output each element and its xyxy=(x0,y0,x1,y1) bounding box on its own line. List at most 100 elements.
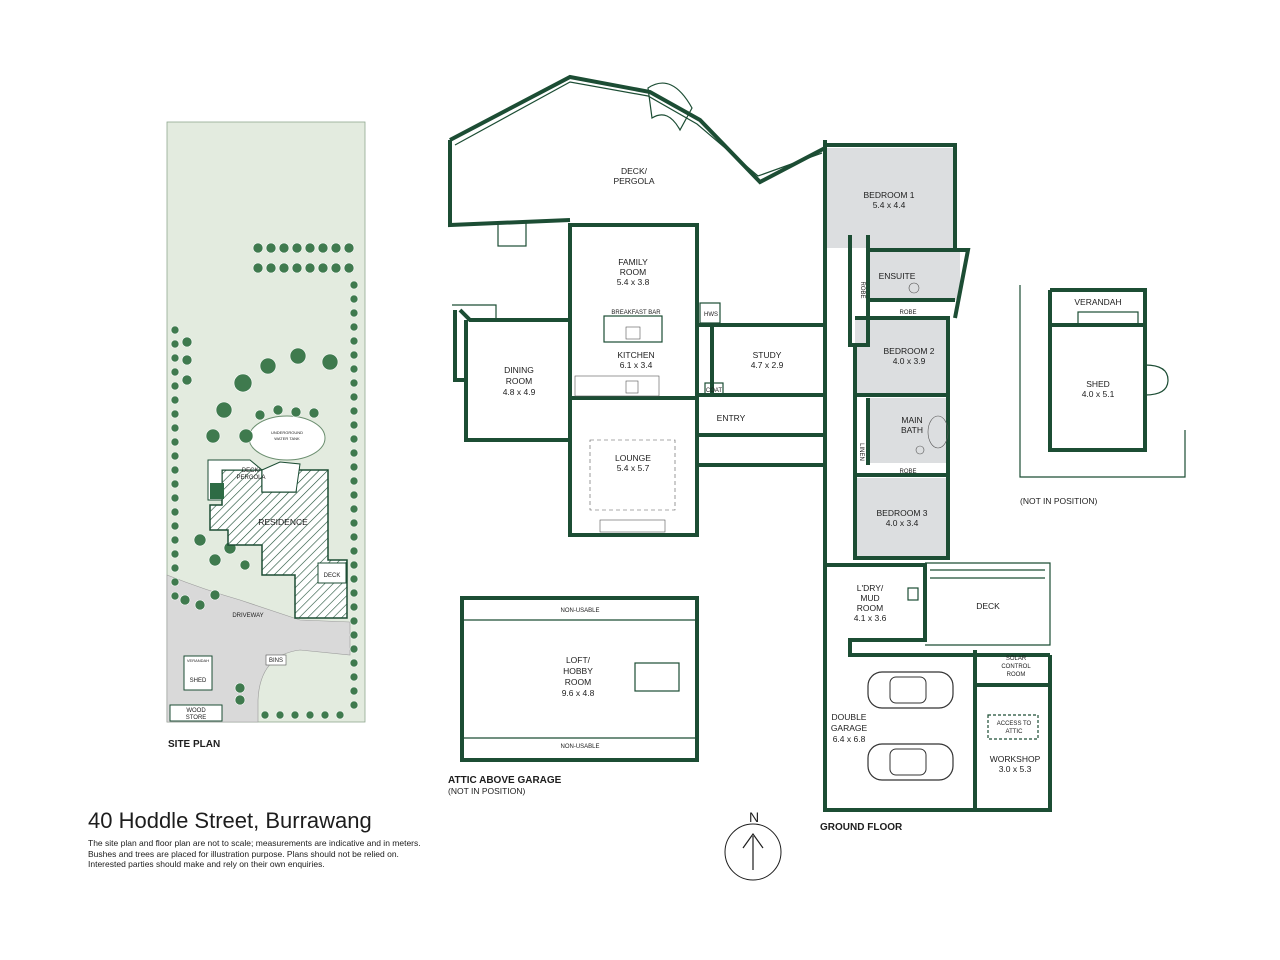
label-bedroom2-size: 4.0 x 3.9 xyxy=(893,356,926,366)
tree xyxy=(349,350,359,360)
tree xyxy=(349,462,359,472)
bedroom3-fill xyxy=(855,478,947,558)
label-main: MAIN xyxy=(901,415,922,425)
site-label-shed: SHED xyxy=(190,678,207,684)
label-bedroom1-size: 5.4 x 4.4 xyxy=(873,200,906,210)
tree xyxy=(349,448,359,458)
coat-cupboard xyxy=(704,382,724,396)
shed-boundary xyxy=(1019,285,1186,478)
site-plan-caption: SITE PLAN xyxy=(168,739,220,750)
tree xyxy=(205,428,221,444)
tree xyxy=(349,490,359,500)
tree xyxy=(349,686,359,696)
tree xyxy=(349,602,359,612)
tree xyxy=(170,437,180,447)
label-solar-room: ROOM xyxy=(1007,672,1026,678)
tree xyxy=(194,599,206,611)
label-bedroom3: BEDROOM 3 xyxy=(876,508,927,518)
deck-pergola-inner xyxy=(454,81,823,177)
label-ensuite: ENSUITE xyxy=(879,271,916,281)
shed-walls xyxy=(1048,323,1147,452)
label-robe-vertical: ROBE xyxy=(859,281,865,298)
bedroom2-fill xyxy=(855,318,947,393)
tree xyxy=(317,262,329,274)
label-kitchen-size: 6.1 x 3.4 xyxy=(620,360,653,370)
tree xyxy=(304,242,316,254)
bedroom1-fill xyxy=(825,148,955,248)
tree xyxy=(289,347,307,365)
tree xyxy=(265,242,277,254)
kitchen-bench xyxy=(574,375,660,397)
tree xyxy=(349,518,359,528)
tree xyxy=(349,672,359,682)
tree xyxy=(170,549,180,559)
label-robe1: ROBE xyxy=(899,310,916,316)
tree xyxy=(234,694,246,706)
tree xyxy=(170,395,180,405)
tree xyxy=(278,262,290,274)
robe-bedroom1 xyxy=(848,235,870,347)
tree xyxy=(252,242,264,254)
tree xyxy=(330,262,342,274)
label-solar: SOLAR xyxy=(1006,656,1027,662)
tree xyxy=(275,710,285,720)
tree xyxy=(349,308,359,318)
tree xyxy=(181,336,193,348)
disclaimer-line: Bushes and trees are placed for illustra… xyxy=(88,848,399,859)
site-driveway xyxy=(166,574,351,723)
label-mud: MUD xyxy=(860,593,879,603)
cooktop xyxy=(625,380,639,394)
deck-steps-bottom xyxy=(497,221,527,247)
tree xyxy=(209,589,221,601)
site-label-bins: BINS xyxy=(269,658,283,664)
label-pergola: PERGOLA xyxy=(613,176,654,186)
site-deck-pergola xyxy=(207,459,301,501)
bath-toilet xyxy=(915,445,925,455)
tree xyxy=(349,420,359,430)
label-shed-size: 4.0 x 5.1 xyxy=(1082,389,1115,399)
hws-cupboard xyxy=(699,302,721,324)
tree xyxy=(179,594,191,606)
label-double: DOUBLE xyxy=(832,712,867,722)
tree xyxy=(181,374,193,386)
site-label-verandah: VERANDAH xyxy=(187,658,209,663)
tree xyxy=(260,710,270,720)
tree xyxy=(349,644,359,654)
tree xyxy=(170,353,180,363)
family-lounge-walls xyxy=(568,223,699,537)
ground-floor-caption: GROUND FLOOR xyxy=(820,822,903,833)
loft-non-usable-lines xyxy=(462,619,697,739)
tree xyxy=(317,242,329,254)
bathtub xyxy=(927,415,949,449)
dining-walls xyxy=(453,308,570,442)
disclaimer-line: Interested parties should make and rely … xyxy=(88,859,325,869)
tree xyxy=(304,262,316,274)
kitchen-sink xyxy=(625,326,641,340)
fireplace xyxy=(599,519,666,533)
tree xyxy=(349,700,359,710)
label-loft-size: 9.6 x 4.8 xyxy=(562,688,595,698)
rear-deck-rail xyxy=(930,569,1045,579)
label-control: CONTROL xyxy=(1001,664,1031,670)
site-deck xyxy=(317,562,347,584)
entry-walls xyxy=(697,433,825,467)
tree xyxy=(170,409,180,419)
label-entry: ENTRY xyxy=(717,413,746,423)
label-family: FAMILY xyxy=(618,257,648,267)
label-coat: COAT xyxy=(706,388,723,394)
label-dining2: ROOM xyxy=(506,376,532,386)
label-loft: LOFT/ xyxy=(566,655,591,665)
label-bath: BATH xyxy=(901,425,923,435)
tree xyxy=(254,409,266,421)
label-attic: ATTIC xyxy=(1006,729,1024,735)
shed-note: (NOT IN POSITION) xyxy=(1020,496,1097,506)
disclaimer-line: The site plan and floor plan are not to … xyxy=(88,838,421,848)
label-access: ACCESS TO xyxy=(997,721,1032,727)
tree xyxy=(170,493,180,503)
ground-floor-plan: N DECK/ PERGOLA FAMILY ROOM 5.4 x 3.8 BR… xyxy=(448,74,1186,881)
label-loft-room: ROOM xyxy=(565,677,591,687)
site-label-driveway: DRIVEWAY xyxy=(232,613,263,619)
tree xyxy=(349,630,359,640)
ensuite-toilet xyxy=(908,282,920,294)
